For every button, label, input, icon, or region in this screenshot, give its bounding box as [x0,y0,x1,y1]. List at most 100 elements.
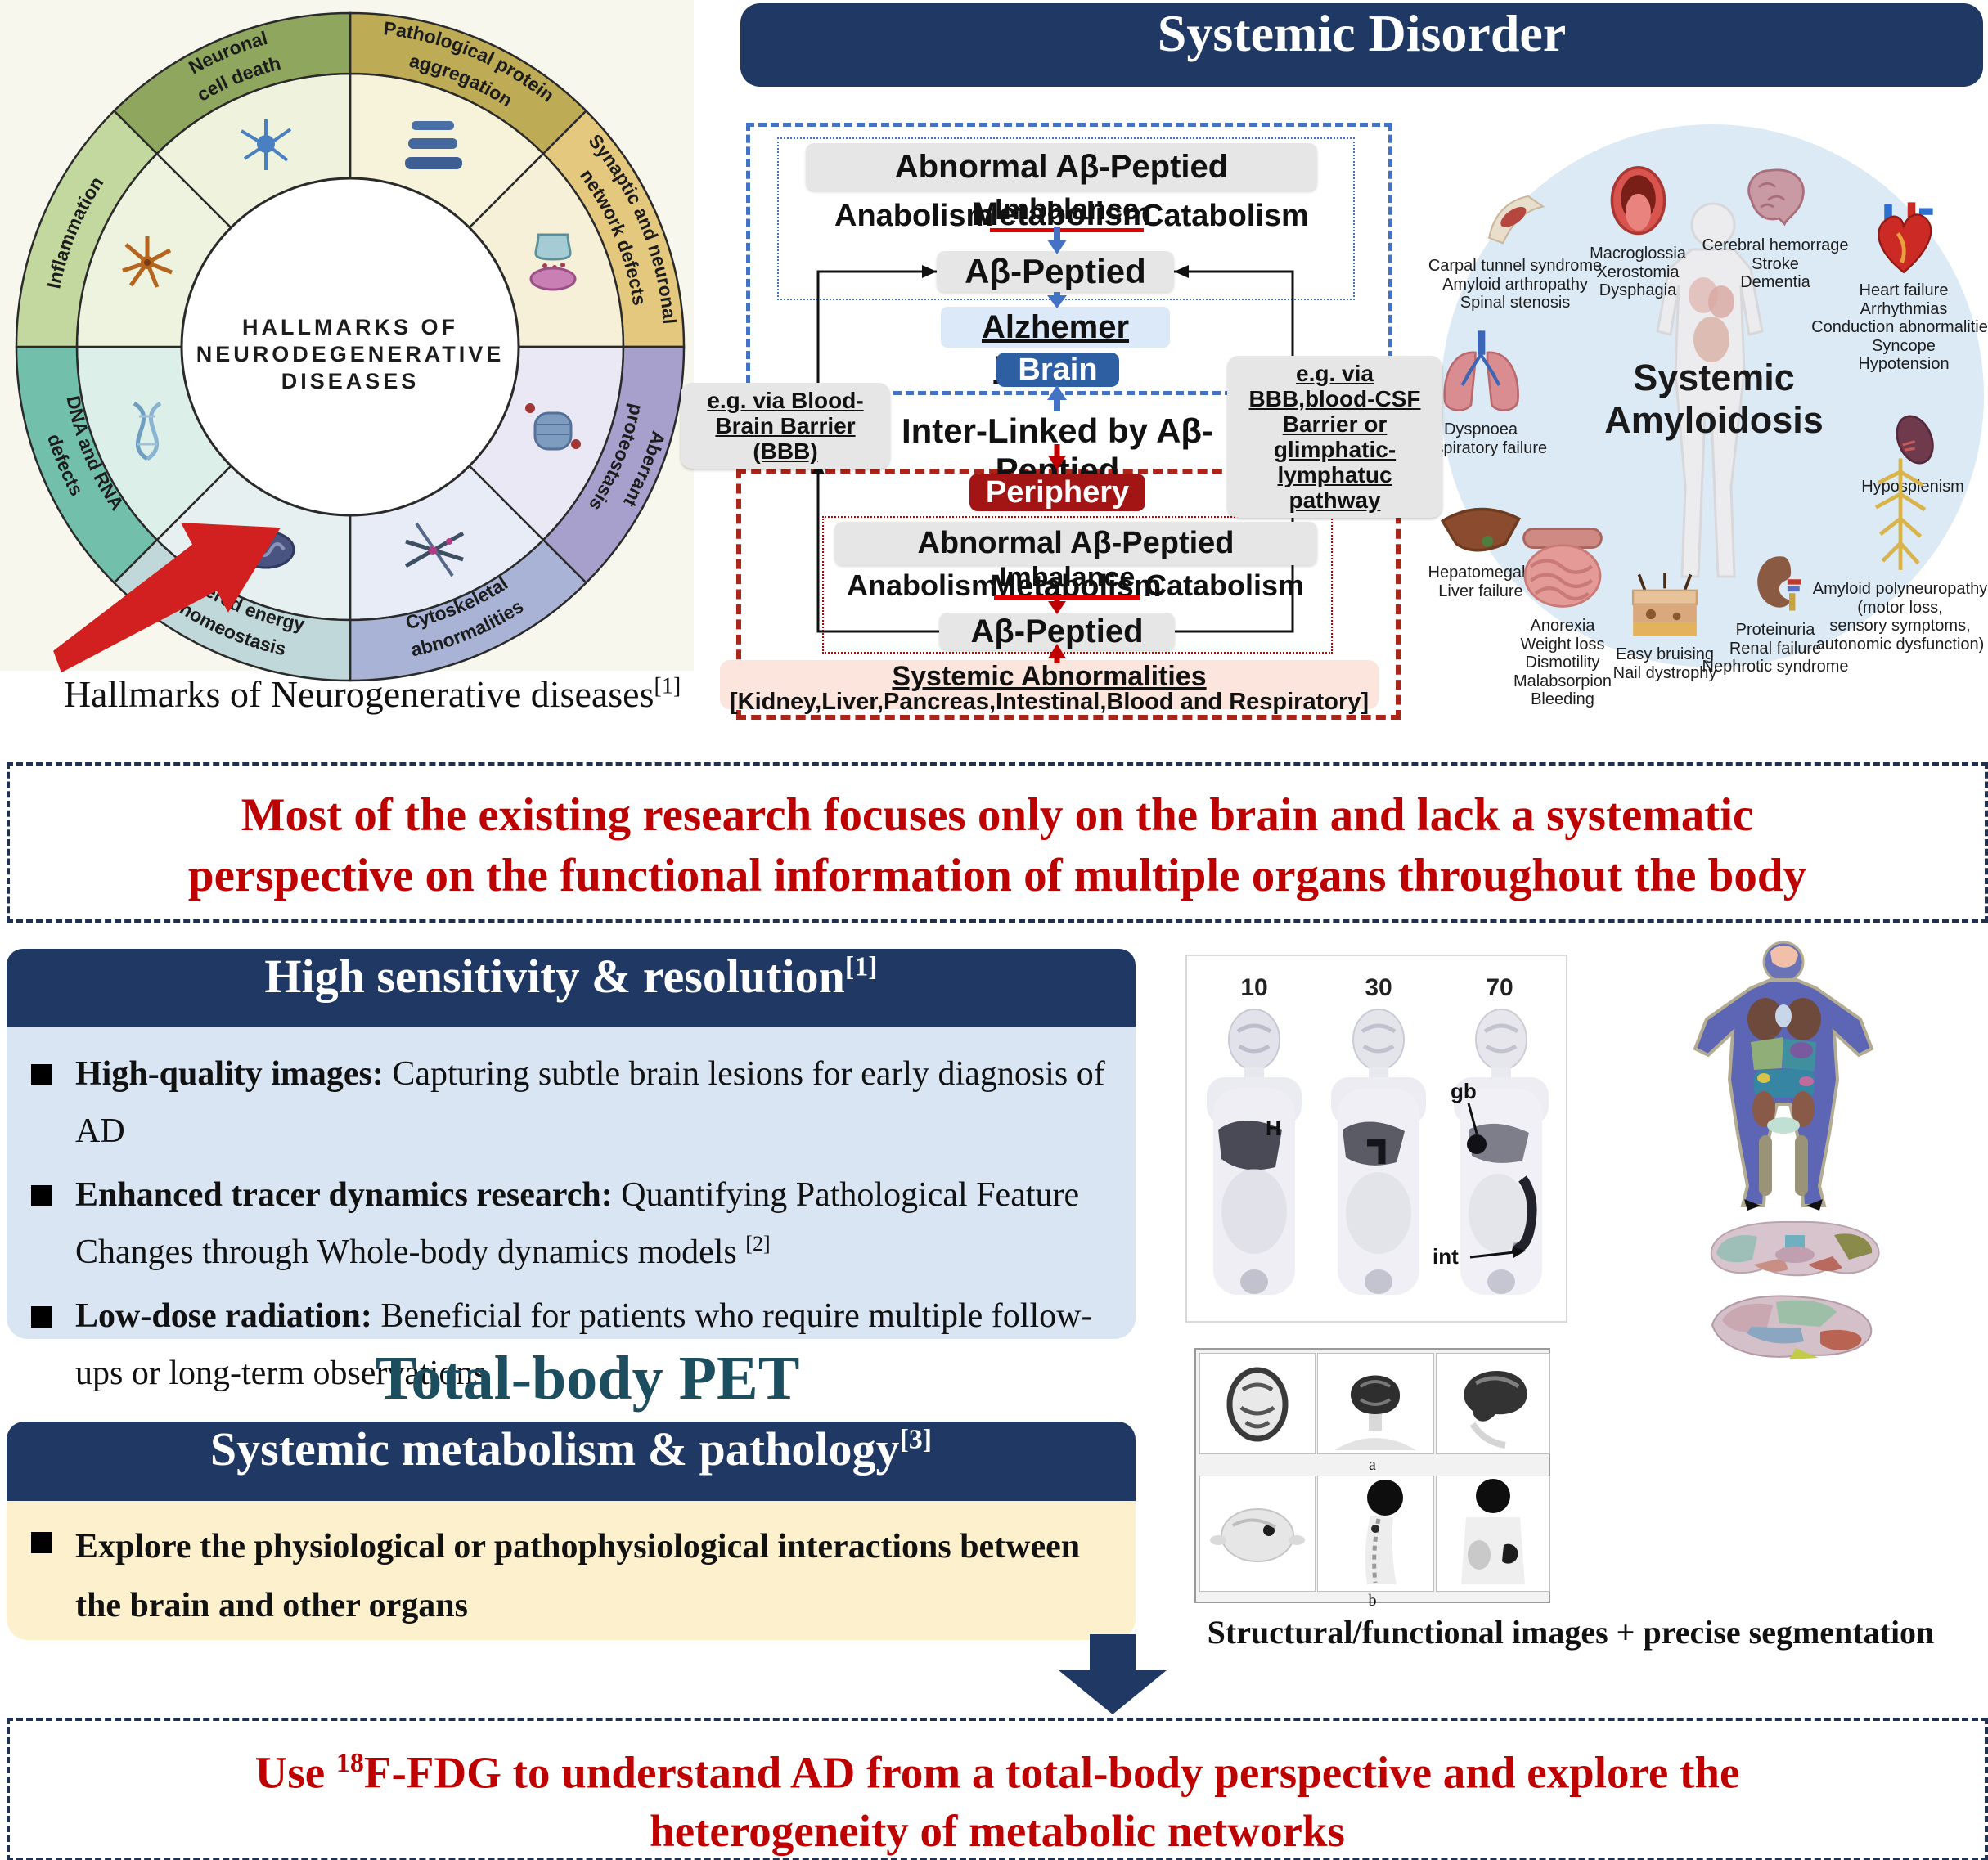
svg-text:DISEASES: DISEASES [281,369,420,393]
hallmarks-wheel: Pathological proteinaggregationSynaptic … [15,11,686,682]
grid-cell-coronal-body [1436,1476,1550,1592]
lungs-icon [1443,330,1519,411]
gb-pointer-line [1467,1103,1480,1140]
amyloidosis-label: Amyloid polyneuropathy (motor loss, sens… [1812,580,1988,654]
pet-scan-70min [1454,1009,1549,1295]
periphery-metabolism-frame [822,516,1333,654]
amyloidosis-item-brain: Cerebral hemorrage Stroke Dementia [1685,159,1865,292]
pet-time-label: 70 [1486,974,1513,1001]
microglia-icon [122,236,173,288]
amyloidosis-title: Systemic Amyloidosis [1604,357,1824,441]
wheel-ring-7 [112,11,352,155]
down-arrow-icon [1059,1634,1167,1714]
amyloidosis-item-intestine: Anorexia Weight loss Dismotility Malabso… [1473,519,1653,709]
bullet-tracer-dynamics: Enhanced tracer dynamics research: Quant… [26,1170,1116,1277]
sagittal-head-scan [1464,1370,1527,1449]
sagittal-body-scan [1365,1480,1403,1584]
systemic-abnormalities-detail: [Kidney,Liver,Pancreas,Intestinal,Blood … [729,689,1370,715]
bullet-square-icon [31,1532,52,1553]
bullet-high-quality: High-quality images: Capturing subtle br… [26,1049,1116,1156]
systemic-abnormalities-box: Systemic Abnormalities [Kidney,Liver,Pan… [720,660,1379,715]
wheel-caption: Hallmarks of Neurogenerative diseases[1] [63,673,681,715]
bullet-square-icon [31,1185,52,1206]
periphery-imbalance-label: Imbalance [994,562,1140,600]
grid-cell-axial-brain [1199,1353,1316,1454]
amyloidosis-label: Carpal tunnel syndrome Amyloid arthropat… [1428,257,1603,312]
protein-aggregate-icon [405,121,462,169]
axial-abdomen-scan [1210,1508,1305,1562]
total-body-pet-title: Total-body PET [375,1344,800,1413]
amyloidosis-label: Hyposplenism [1861,478,1964,496]
periphery-peptide-box: Aβ-Peptied [939,613,1175,650]
intestine-icon [1522,528,1603,608]
dna-icon [133,401,162,461]
banner-line: perspective on the functional informatio… [187,850,1807,901]
amyloidosis-label: Heart failure Arrhythmias Conduction abn… [1811,281,1988,374]
grid-cell-sagittal-body [1317,1476,1434,1592]
bullet-square-icon [31,1064,52,1085]
amyloidosis-item-liver: Hepatomegaly Liver failure [1391,491,1571,600]
brain-region-box: Brain [996,353,1119,387]
systemic-metabolism-body: Explore the physiological or pathophysio… [7,1501,1136,1640]
muscle-icon [1487,195,1545,245]
systemic-metabolism-header: Systemic metabolism & pathology[3] [7,1422,1136,1501]
brain-anabolism-label: Anabolism [834,199,994,233]
amyloidosis-label: Anorexia Weight loss Dismotility Malabso… [1513,617,1612,709]
periphery-section-frame [736,469,1401,720]
pet-scan-30min [1331,1009,1426,1295]
pet-annotation-gallbladder: gb [1451,1079,1477,1103]
research-gap-banner: Most of the existing research focuses on… [7,762,1988,923]
periphery-anabolism-label: Anabolism [847,568,998,602]
brain-catabolism-label: Catabolism [1141,199,1309,233]
axial-brain-scan [1226,1367,1289,1442]
amyloidosis-label: Proteinuria Renal failure Nephrotic synd… [1702,621,1849,676]
proteasome-icon [525,403,581,451]
structural-functional-grid: a b [1194,1348,1550,1610]
pet-scan-10min [1207,1009,1302,1295]
amyloidosis-item-skin: Easy bruising Nail dystrophy [1575,573,1755,682]
high-sensitivity-header: High sensitivity & resolution[1] [7,949,1136,1027]
pet-annotation-heart: H [1266,1116,1281,1140]
amyloidosis-item-kidney: Proteinuria Renal failure Nephrotic synd… [1685,548,1865,676]
heart-icon [1878,202,1933,274]
coronal-body-scan [1461,1479,1525,1584]
pet-time-label: 10 [1240,974,1268,1001]
high-sensitivity-body: High-quality images: Capturing subtle br… [7,1027,1136,1392]
amyloidosis-label: Macroglossia Xerostomia Dysphagia [1590,245,1686,300]
kidney-icon [1757,556,1801,611]
coronal-head-scan [1334,1375,1416,1450]
red-highlight-arrow [53,523,281,673]
csf-pathway-note-box: e.g. via BBB,blood-CSF Barrier or glimph… [1227,356,1442,518]
svg-text:NEURODEGENERATIVE: NEURODEGENERATIVE [196,342,505,366]
amyloidosis-item-musculoskeletal: Carpal tunnel syndrome Amyloid arthropat… [1425,184,1605,312]
grid-row-label-a: a [1369,1456,1376,1474]
grid-cell-sagittal-head [1436,1353,1550,1454]
spleen-icon [1896,415,1934,465]
alzheimer-disease-box: Alzhemer Disease [941,307,1170,386]
banner-line: Most of the existing research focuses on… [241,789,1754,841]
brain-metabolism-box: Abnormal Aβ-Peptied Metabolism [806,143,1317,232]
synapse-icon [529,233,577,291]
wheel-hub [180,177,520,517]
svg-text:HALLMARKS OF: HALLMARKS OF [242,315,458,339]
liver-icon [1440,507,1522,552]
conclusion-banner: Use 18F-FDG to understand AD from a tota… [7,1718,1988,1860]
brain-segmentation-coronal [1710,1220,1880,1277]
amyloidosis-item-nerves: Amyloid polyneuropathy (motor loss, sens… [1804,454,1988,654]
grid-row-label-b: b [1368,1592,1377,1610]
amyloidosis-label: Hepatomegaly Liver failure [1428,564,1534,600]
neuron-icon [240,119,292,170]
bullet-square-icon [31,1306,52,1328]
amyloidosis-item-heart: Heart failure Arrhythmias Conduction abn… [1810,200,1988,374]
periphery-region-box: Periphery [969,474,1145,511]
grid-cell-coronal-head [1317,1353,1434,1454]
brain-imbalance-label: Imbalance [990,192,1145,232]
bullet-low-dose: Low-dose radiation: Beneficial for patie… [26,1292,1116,1398]
banner-line: Use 18F-FDG to understand AD from a tota… [254,1747,1740,1798]
wheel-center-title: HALLMARKS OF NEURODEGENERATIVE DISEASES [196,315,505,393]
tongue-icon [1610,165,1666,236]
brain-organ-icon [1747,168,1805,227]
amyloidosis-label: Cerebral hemorrage Stroke Dementia [1702,236,1849,292]
amyloidosis-item-lungs: Dyspnoea Respiratory failure [1391,327,1571,457]
periphery-catabolism-label: Catabolism [1145,568,1305,602]
